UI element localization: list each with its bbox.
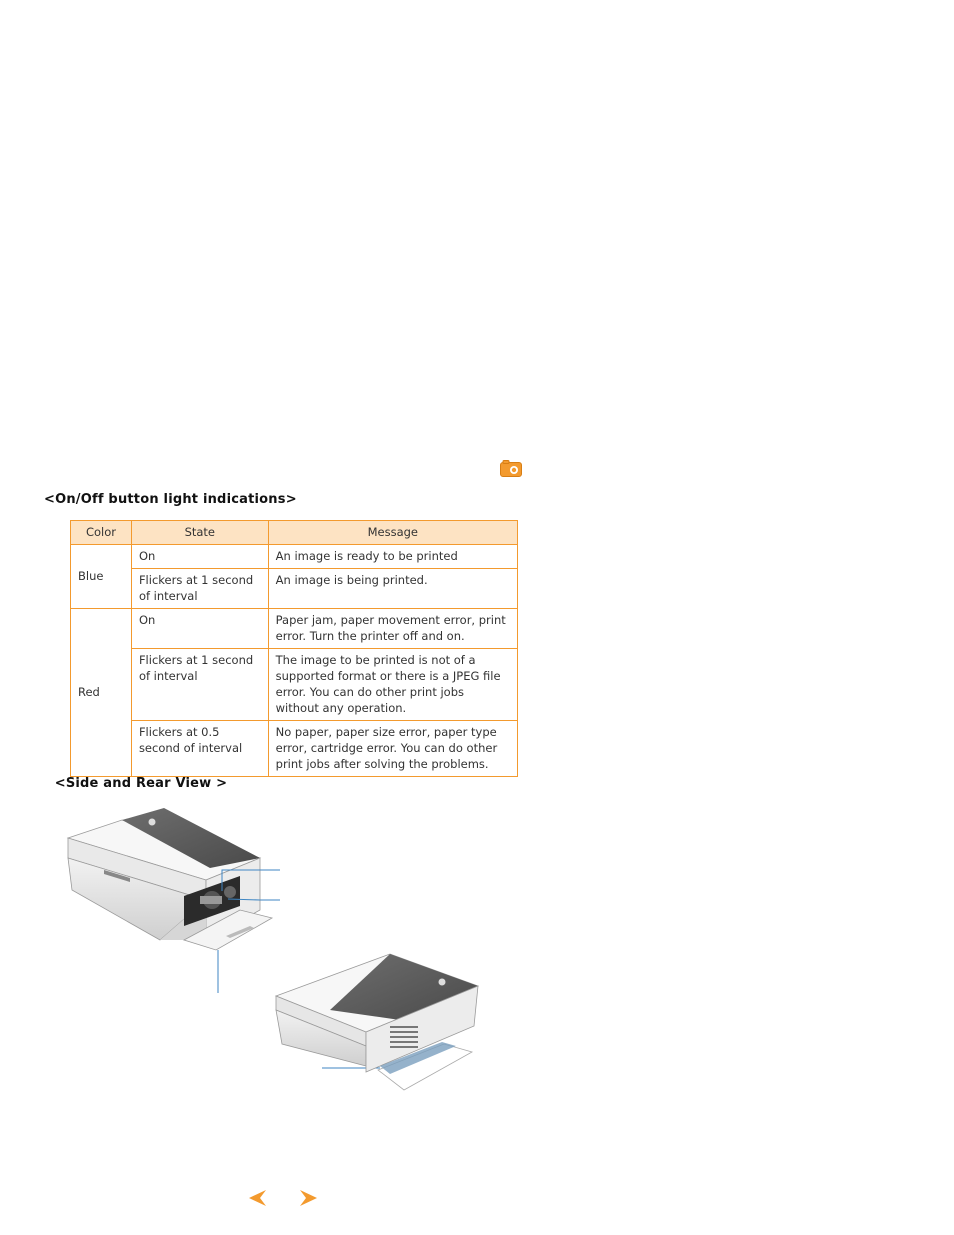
state-cell: On xyxy=(130,608,269,649)
printer-rear-view xyxy=(274,953,480,1091)
column-header-color: Color xyxy=(70,520,132,545)
light-indications-table: Color State Message Blue On An image is … xyxy=(70,520,519,777)
printer-side-view xyxy=(66,808,274,951)
table-row: Red On Paper jam, paper movement error, … xyxy=(70,608,519,777)
callout-lines xyxy=(217,869,380,1069)
message-cell: An image is ready to be printed xyxy=(267,544,519,569)
state-cell: Flickers at 1 second of interval xyxy=(130,568,269,609)
next-page-arrow-icon[interactable] xyxy=(299,1190,317,1206)
state-cell: Flickers at 0.5 second of interval xyxy=(130,720,269,777)
column-header-state: State xyxy=(130,520,269,545)
printer-side-rear-illustration xyxy=(66,808,480,1091)
section-title-light-indications: <On/Off button light indications> xyxy=(44,492,297,507)
message-cell: No paper, paper size error, paper type e… xyxy=(267,720,519,777)
message-cell: Paper jam, paper movement error, print e… xyxy=(267,608,519,649)
column-header-message: Message xyxy=(267,520,519,545)
previous-page-arrow-icon[interactable] xyxy=(249,1190,267,1206)
message-cell: An image is being printed. xyxy=(267,568,519,609)
color-cell-red: Red xyxy=(70,608,132,777)
table-row: Flickers at 1 second of interval The ima… xyxy=(71,648,519,721)
camera-icon xyxy=(500,460,522,477)
state-cell: Flickers at 1 second of interval xyxy=(130,648,269,721)
table-row: Blue On An image is ready to be printed xyxy=(70,544,519,609)
color-cell-blue: Blue xyxy=(70,544,132,609)
section-title-side-rear-view: <Side and Rear View > xyxy=(50,776,228,791)
state-cell: On xyxy=(130,544,269,569)
message-cell: The image to be printed is not of a supp… xyxy=(267,648,519,721)
table-row: Flickers at 0.5 second of interval No pa… xyxy=(71,720,519,777)
table-header-row: Color State Message xyxy=(70,520,519,545)
table-row: Flickers at 1 second of interval An imag… xyxy=(71,568,519,609)
